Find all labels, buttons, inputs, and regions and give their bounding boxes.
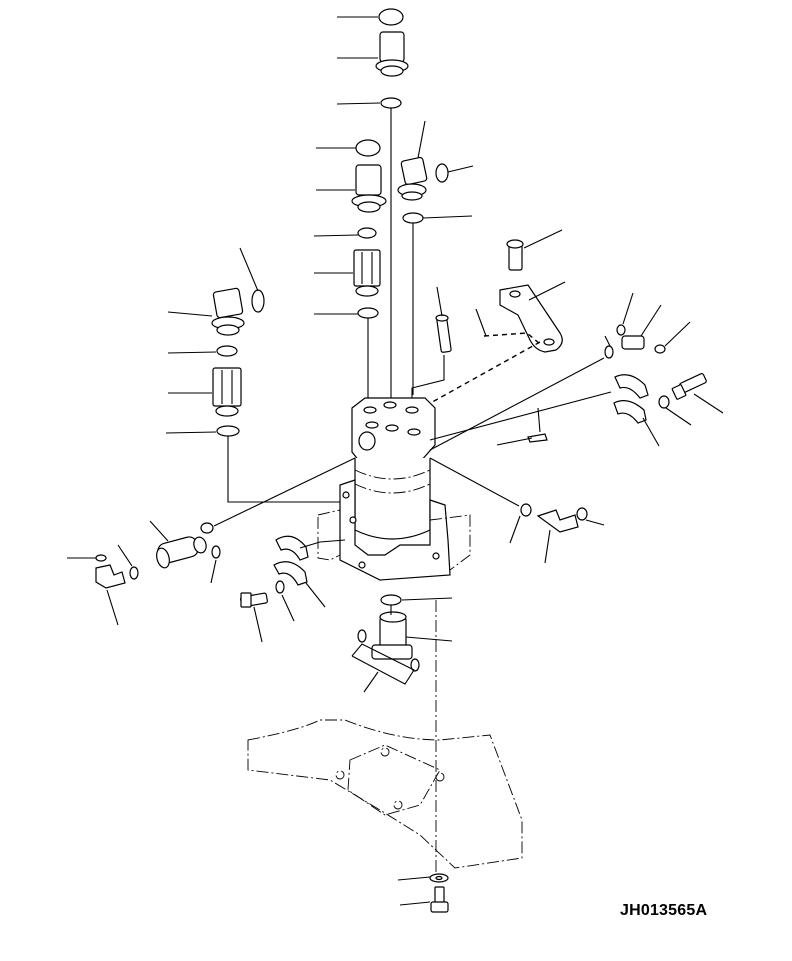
leader-line bbox=[640, 304, 662, 337]
swivel-joint-body bbox=[317, 397, 471, 581]
bolt-pin bbox=[435, 314, 452, 353]
washer-left bbox=[275, 580, 285, 594]
leader-line bbox=[417, 120, 426, 159]
center-line bbox=[213, 457, 356, 527]
leader-line bbox=[475, 308, 487, 337]
top-stack bbox=[313, 8, 409, 420]
leader-line bbox=[405, 636, 453, 642]
clamp-halves-left bbox=[273, 535, 309, 586]
center-line bbox=[411, 355, 445, 398]
tee-fitting-right bbox=[604, 324, 666, 359]
leader-line bbox=[496, 437, 533, 446]
leader-line bbox=[117, 544, 133, 567]
leader-line bbox=[585, 519, 605, 526]
revolving-frame-outline bbox=[247, 719, 523, 869]
elbow-fitting-top-right bbox=[397, 156, 449, 201]
leader-line bbox=[106, 589, 119, 626]
center-line bbox=[429, 357, 605, 451]
leader-line bbox=[165, 431, 217, 434]
bolt-bottom bbox=[430, 886, 449, 913]
leader-line bbox=[336, 102, 381, 105]
pin-lever-group bbox=[475, 229, 566, 353]
leader-line bbox=[665, 407, 692, 426]
leader-line bbox=[447, 165, 474, 173]
adapter-top bbox=[375, 31, 409, 77]
leader-line bbox=[149, 520, 169, 542]
adapter-mid bbox=[351, 164, 387, 213]
center-line bbox=[537, 407, 541, 433]
leader-line bbox=[422, 215, 473, 219]
oring-small bbox=[357, 227, 377, 239]
leader-line bbox=[642, 417, 660, 447]
leader-line bbox=[664, 321, 691, 347]
leader-line bbox=[239, 247, 259, 292]
plug-top-oring bbox=[378, 8, 404, 26]
oring-small bbox=[402, 212, 424, 224]
elbow-fitting-left bbox=[211, 287, 245, 336]
oring-small bbox=[200, 522, 214, 534]
leader-line bbox=[528, 281, 566, 301]
oring-small bbox=[216, 425, 240, 437]
small-pin bbox=[527, 433, 548, 443]
leader-line bbox=[401, 597, 453, 601]
nut-fitting-left bbox=[212, 367, 242, 417]
group-bracket bbox=[351, 643, 415, 685]
leader-line bbox=[363, 671, 379, 693]
leader-line bbox=[693, 393, 724, 414]
oring-small bbox=[380, 97, 402, 109]
leader-line bbox=[167, 311, 213, 317]
washer-right bbox=[658, 395, 670, 409]
oring-small bbox=[211, 545, 221, 559]
leader-line bbox=[313, 234, 359, 237]
leader-line bbox=[397, 876, 431, 881]
center-line bbox=[227, 436, 345, 503]
oring-lower bbox=[380, 594, 402, 606]
leader-line bbox=[544, 529, 551, 564]
leader-line bbox=[305, 582, 326, 608]
bolt-left bbox=[240, 592, 268, 608]
oring-small bbox=[357, 307, 379, 319]
left-stack bbox=[165, 247, 345, 503]
leader-line bbox=[253, 606, 263, 643]
bolt-right bbox=[671, 373, 707, 400]
leader-line bbox=[210, 559, 217, 584]
leader-line bbox=[436, 286, 443, 317]
clamp-halves-right bbox=[613, 374, 649, 424]
drawing-number: JH013565A bbox=[620, 902, 708, 919]
union-fitting-left bbox=[156, 536, 207, 569]
leader-line bbox=[604, 335, 611, 347]
elbow-fitting-lower-right bbox=[520, 503, 588, 533]
oring-small bbox=[216, 345, 238, 357]
nut-fitting-mid bbox=[353, 249, 381, 297]
elbow-fitting-far-left bbox=[95, 554, 139, 589]
leader-line bbox=[509, 515, 521, 544]
leader-line bbox=[281, 594, 295, 622]
leader-line bbox=[399, 901, 431, 906]
plug-oring-2 bbox=[355, 139, 381, 157]
center-line bbox=[429, 391, 612, 441]
center-line bbox=[429, 457, 520, 507]
leader-line bbox=[167, 351, 217, 354]
tee-fitting-lower bbox=[357, 611, 420, 672]
center-line bbox=[299, 539, 346, 549]
leader-line bbox=[622, 292, 634, 325]
leader-line bbox=[523, 229, 563, 249]
